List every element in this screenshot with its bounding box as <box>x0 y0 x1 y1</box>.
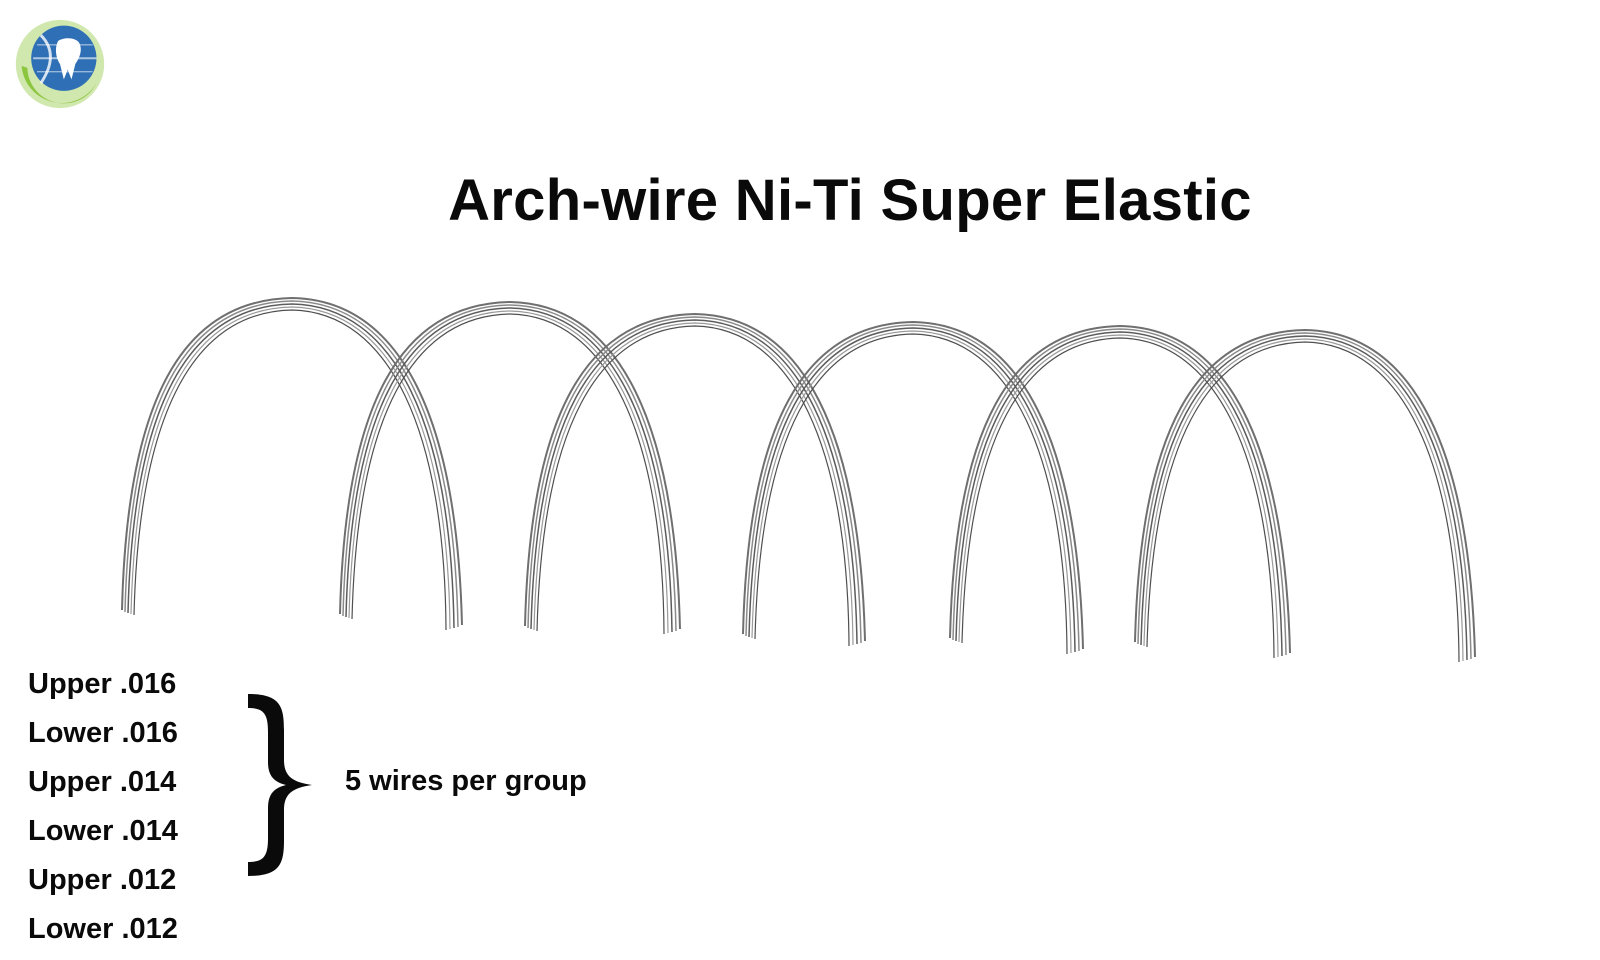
wire-size-item: Lower .016 <box>28 717 178 749</box>
wire-size-item: Lower .014 <box>28 815 178 847</box>
wire-size-item: Lower .012 <box>28 913 178 945</box>
wire-group-lower-012 <box>1134 329 1476 663</box>
wire-size-item: Upper .016 <box>28 668 177 700</box>
curly-brace-icon <box>248 694 312 876</box>
page-title: Arch-wire Ni-Ti Super Elastic <box>448 168 1252 233</box>
wire-group-upper-012 <box>949 325 1291 659</box>
group-note: 5 wires per group <box>345 765 587 797</box>
wire-group-upper-016 <box>121 297 463 631</box>
wire-size-item: Upper .012 <box>28 864 177 896</box>
arch-wires-illustration <box>121 297 1476 663</box>
logo-icon <box>15 19 105 109</box>
wire-size-item: Upper .014 <box>28 766 177 798</box>
wire-size-list: Upper .016 Lower .016 Upper .014 Lower .… <box>28 660 178 954</box>
